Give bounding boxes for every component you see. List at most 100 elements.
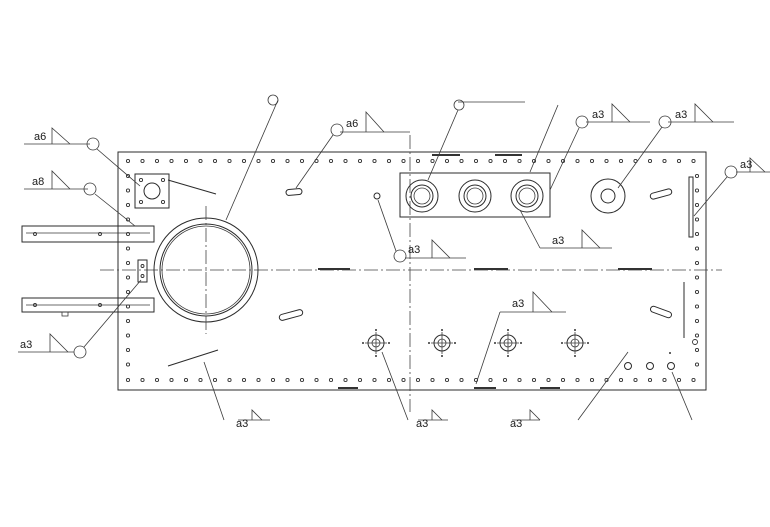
bolt-hole <box>125 202 131 208</box>
bolt-hole <box>125 289 131 295</box>
bolt-hole <box>430 377 435 383</box>
bolt-hole <box>694 318 700 324</box>
right-bar-top <box>688 176 694 238</box>
bolt-hole <box>694 362 700 367</box>
slotted-holes <box>278 188 673 321</box>
bolt-hole <box>694 188 700 193</box>
bolt-hole <box>502 158 508 164</box>
bolt-hole <box>662 377 667 383</box>
bolt-hole <box>459 377 464 383</box>
bolt-hole <box>386 377 392 383</box>
bolt-hole <box>546 377 551 383</box>
bolt-hole <box>676 377 682 383</box>
nozzle-3 <box>510 179 544 213</box>
bolt-hole <box>125 158 131 164</box>
bolt-hole <box>517 377 522 383</box>
left-bracket-top <box>21 225 155 243</box>
bolt-hole <box>285 377 290 383</box>
bolt-hole <box>125 260 131 266</box>
small-clip <box>137 259 148 283</box>
weld-label-c13: a3 <box>510 418 522 430</box>
weld-label-c1: a6 <box>34 131 46 143</box>
weld-label-c5: a3 <box>592 109 604 121</box>
rib-lines <box>318 154 652 389</box>
flange-top-left <box>134 173 170 209</box>
bolt-hole <box>694 217 700 222</box>
bolt-hole <box>357 377 363 383</box>
boss <box>362 329 390 357</box>
bolt-hole <box>169 158 174 164</box>
bolt-hole <box>386 158 392 164</box>
bolt-hole <box>517 158 522 164</box>
bolt-hole <box>299 377 305 383</box>
small-fitting <box>373 192 381 200</box>
bolt-hole <box>401 158 406 164</box>
bolt-hole <box>694 231 700 237</box>
stiffener-top <box>167 179 217 195</box>
bolt-hole <box>444 158 450 164</box>
bolt-hole <box>299 158 305 164</box>
weld-label-c2: a8 <box>32 176 44 188</box>
lower-bosses <box>362 329 589 357</box>
bolt-hole <box>125 347 131 353</box>
bolt-hole <box>488 158 493 164</box>
bolt-hole <box>575 158 580 164</box>
bolt-hole <box>694 275 700 280</box>
bolt-hole <box>314 377 319 383</box>
leader-lines <box>18 94 770 421</box>
bolt-hole <box>125 362 131 367</box>
left-bracket-bottom <box>21 297 155 317</box>
bolt-hole <box>125 377 131 383</box>
bolt-hole <box>357 158 363 164</box>
bolt-hole <box>198 158 203 164</box>
bolt-hole <box>270 158 276 164</box>
bolt-hole <box>140 158 145 164</box>
bolt-hole <box>125 173 131 179</box>
bolt-hole <box>285 158 290 164</box>
nozzle-2 <box>458 179 492 213</box>
large-round-opening <box>153 206 259 334</box>
bolt-hole <box>415 377 421 383</box>
bolt-hole <box>589 158 595 164</box>
bolt-hole <box>212 377 218 383</box>
bolt-hole <box>604 158 609 164</box>
weld-label-c3: a3 <box>20 339 32 351</box>
bolt-hole <box>647 158 653 164</box>
bolt-hole <box>125 246 131 251</box>
bolt-hole <box>575 377 580 383</box>
bolt-hole <box>183 377 189 383</box>
bolt-hole <box>546 158 551 164</box>
bolt-hole <box>618 377 624 383</box>
bolt-hole <box>198 377 203 383</box>
bolt-hole <box>662 158 667 164</box>
bolt-hole <box>488 377 493 383</box>
boss <box>494 329 522 357</box>
bolt-hole <box>256 158 261 164</box>
bolt-hole <box>694 333 700 338</box>
bolt-hole <box>473 158 479 164</box>
bolt-hole <box>694 347 700 353</box>
bolt-hole <box>560 377 566 383</box>
bolt-hole <box>618 158 624 164</box>
boss <box>428 329 456 357</box>
bolt-hole <box>694 202 700 208</box>
bolt-hole <box>256 377 261 383</box>
bolt-hole <box>647 377 653 383</box>
weld-label-c8: a3 <box>552 235 564 247</box>
bolt-hole <box>125 318 131 324</box>
weld-label-c10: a3 <box>512 298 524 310</box>
bolt-hole <box>502 377 508 383</box>
bolt-hole <box>531 377 537 383</box>
bolt-hole <box>270 377 276 383</box>
bolt-hole <box>401 377 406 383</box>
bolt-hole <box>372 377 377 383</box>
bolt-hole <box>694 260 700 266</box>
bolt-hole <box>154 158 160 164</box>
bolt-hole <box>125 231 131 237</box>
stiffener-bottom <box>167 349 219 367</box>
bolt-hole <box>227 158 232 164</box>
small-holes-bottom-right <box>624 352 675 370</box>
weld-label-c7: a3 <box>740 159 752 171</box>
bolt-hole <box>343 377 348 383</box>
bolt-holes <box>125 158 700 383</box>
